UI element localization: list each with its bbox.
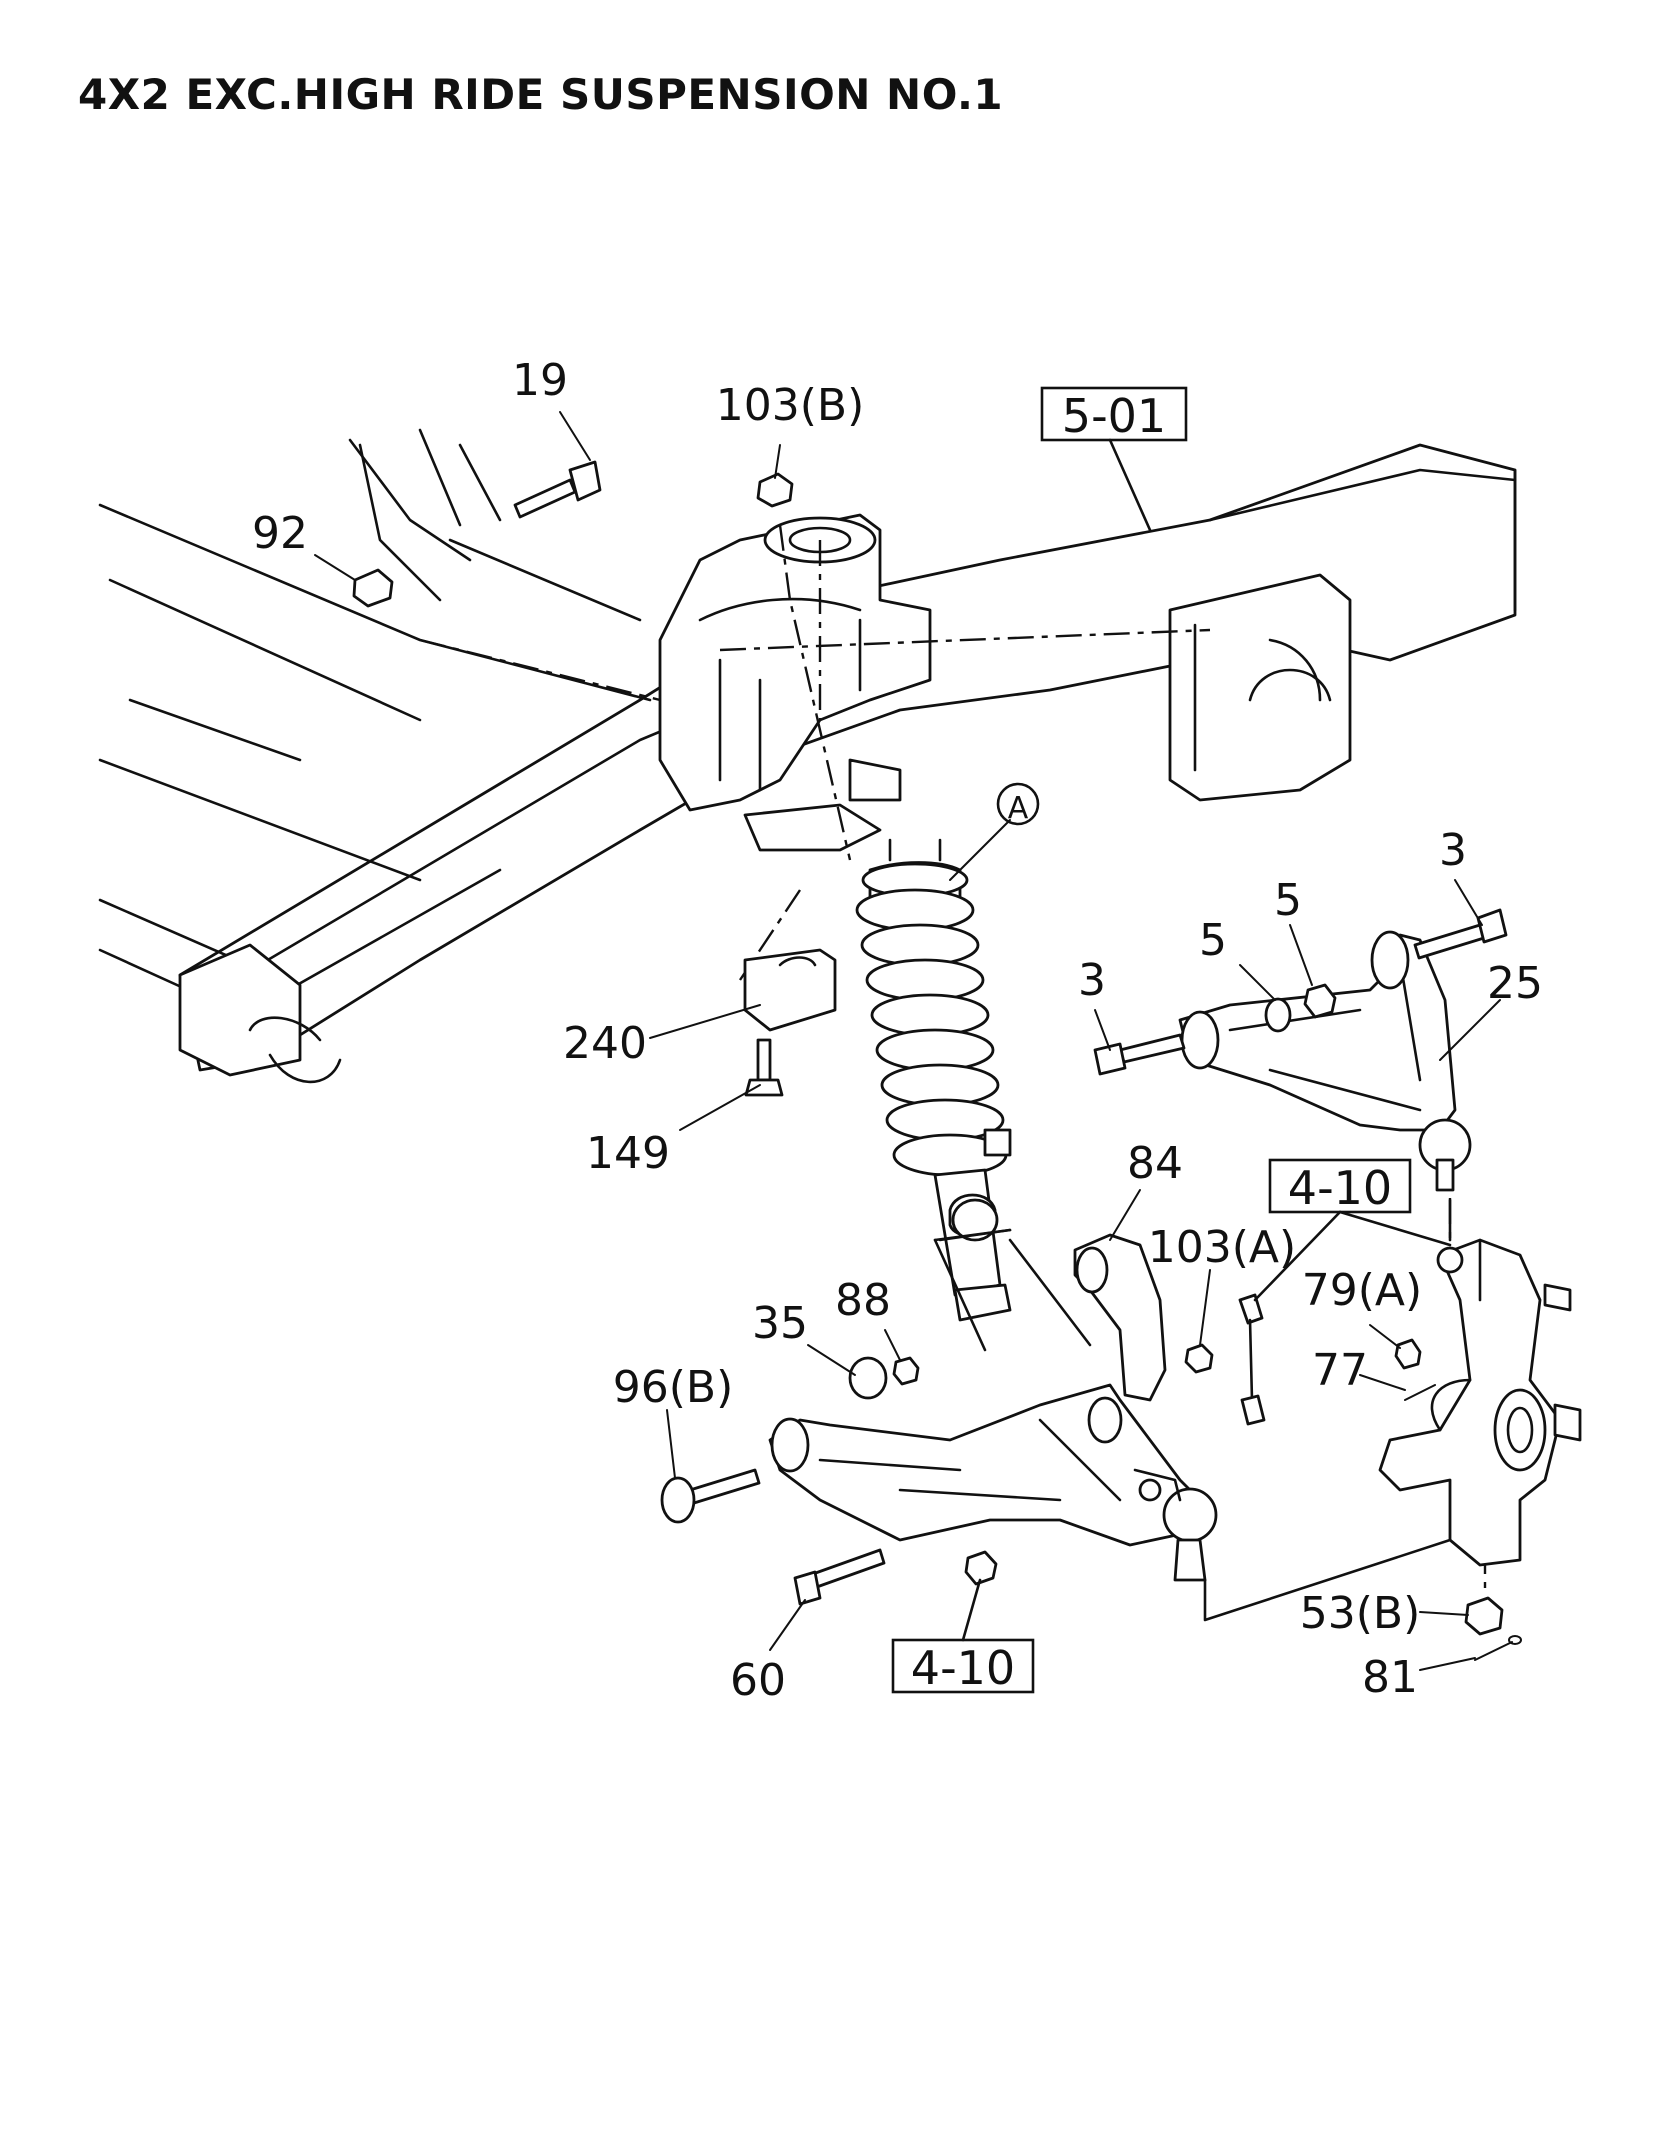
callout-88: 88 (835, 1275, 891, 1326)
leader-92 (314, 554, 356, 581)
bolt-149 (744, 1038, 784, 1097)
lower-shock-bracket-84 (1073, 1233, 1167, 1402)
callout-149: 149 (586, 1128, 670, 1179)
leader-79a (1369, 1324, 1401, 1349)
callout-96b: 96(B) (613, 1362, 734, 1413)
ref-box-4-10-lower: 4-10 (891, 1578, 1035, 1695)
coil-spring-strut (855, 838, 1092, 1352)
callout-53b: 53(B) (1300, 1588, 1421, 1639)
nut-88 (892, 1356, 920, 1386)
leader-25 (1439, 999, 1501, 1061)
svg-text:4-10: 4-10 (1288, 1161, 1392, 1215)
callout-5-left: 5 (1199, 915, 1227, 966)
callout-3-left: 3 (1078, 955, 1106, 1006)
shock-tower (658, 513, 932, 852)
nut-79a (1394, 1338, 1422, 1370)
cotter-pin-81 (1474, 1635, 1522, 1661)
leader-149 (679, 1084, 761, 1131)
callout-79a: 79(A) (1302, 1265, 1422, 1316)
nut-53b (1464, 1596, 1504, 1636)
callout-25: 25 (1487, 958, 1543, 1009)
nut-4-10-lower (964, 1550, 998, 1586)
svg-text:5-01: 5-01 (1062, 389, 1166, 443)
ref-box-4-10-upper: 4-10 (1253, 1158, 1452, 1302)
leader-5-right (1289, 924, 1313, 986)
callout-92: 92 (252, 508, 308, 559)
lower-control-arm (768, 1383, 1202, 1547)
page-title: 4X2 EXC.HIGH RIDE SUSPENSION NO.1 (78, 70, 1004, 119)
leader-103a (1199, 1269, 1211, 1346)
callout-240: 240 (563, 1018, 647, 1069)
bolt-3-upper-right (1413, 908, 1508, 960)
callout-a: A (996, 782, 1040, 826)
bracket-240 (743, 948, 837, 1032)
leader-240 (649, 1004, 761, 1039)
callout-19: 19 (512, 355, 568, 406)
leader-88 (884, 1329, 901, 1361)
leader-3-left (1094, 1009, 1111, 1051)
callout-103b: 103(B) (716, 380, 865, 431)
nut-5 (1303, 983, 1337, 1019)
bolt-96b (660, 1468, 761, 1524)
bolt-3-upper-left (1093, 1033, 1186, 1076)
cotter-pin-77 (1404, 1384, 1436, 1401)
leader-60 (769, 1599, 806, 1651)
nut-103b (756, 472, 794, 508)
leader-35 (807, 1344, 856, 1376)
guide-line (719, 628, 1211, 652)
ball-joint-guide (1203, 1538, 1452, 1622)
callout-60: 60 (730, 1655, 786, 1706)
upper-control-arm (1178, 930, 1472, 1192)
ref-box-5-01: 5-01 (1040, 386, 1188, 532)
callout-3-right: 3 (1439, 825, 1467, 876)
leader-5-left (1239, 964, 1276, 1001)
guide-line (739, 889, 801, 981)
callout-77: 77 (1312, 1345, 1368, 1396)
guide-line (778, 524, 852, 861)
callout-81: 81 (1362, 1652, 1418, 1703)
leader-81 (1419, 1657, 1476, 1671)
leader-3-right (1454, 879, 1483, 926)
leader-53b (1419, 1611, 1469, 1616)
leader-a (949, 819, 1011, 881)
bolt-19 (513, 460, 602, 519)
callout-84: 84 (1127, 1138, 1183, 1189)
washer-5 (1264, 997, 1292, 1033)
leader-19 (559, 411, 591, 461)
nut-103a (1184, 1343, 1214, 1374)
leader-84 (1109, 1189, 1141, 1241)
leader-77 (1359, 1374, 1406, 1391)
leader-103b (774, 444, 781, 479)
callout-35: 35 (752, 1298, 808, 1349)
bump-stop-35 (848, 1356, 888, 1400)
callout-5-right: 5 (1274, 875, 1302, 926)
bolt-60 (793, 1548, 886, 1606)
stabilizer-link (1238, 1293, 1266, 1426)
nut-92 (352, 568, 394, 608)
svg-text:A: A (1008, 791, 1029, 826)
callout-103a: 103(A) (1148, 1222, 1296, 1273)
guide-line (419, 638, 661, 702)
steering-knuckle (1378, 1238, 1582, 1567)
svg-text:4-10: 4-10 (911, 1641, 1015, 1695)
leader-96b (666, 1409, 676, 1479)
